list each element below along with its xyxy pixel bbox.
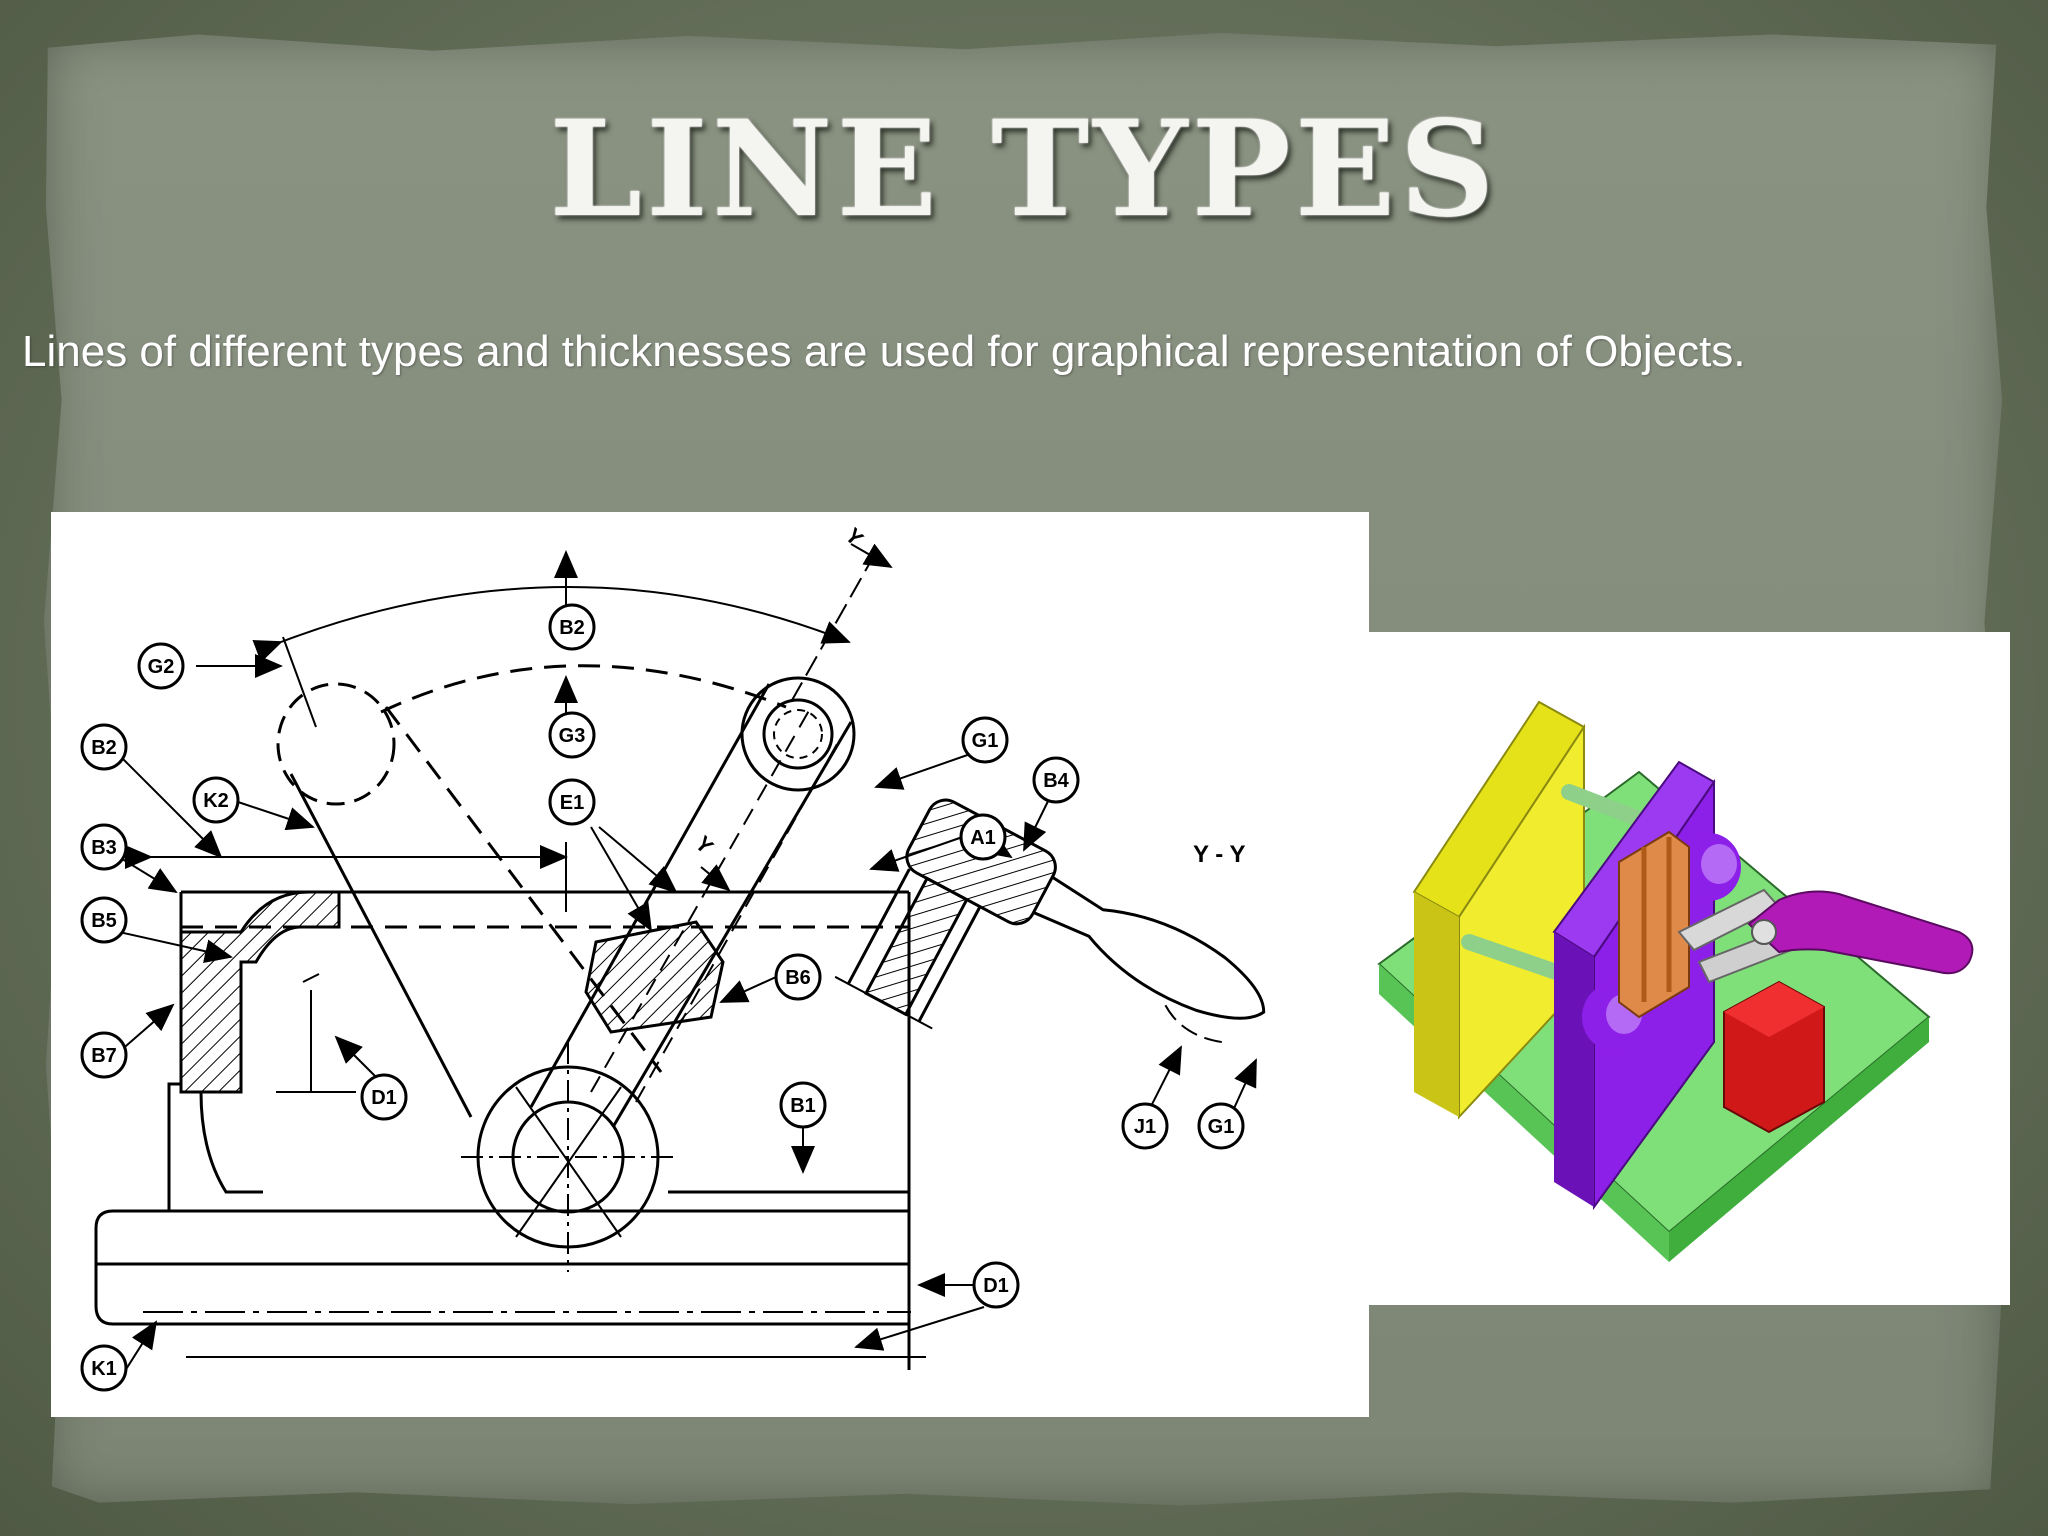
callout-e1 (548, 778, 596, 826)
callout-b7 (80, 1031, 128, 1079)
arm-left-edge (289, 773, 473, 1118)
callout-b4-label: B4 (1043, 770, 1069, 792)
callout-b6 (774, 953, 822, 1001)
callout-b5-label: B5 (91, 910, 117, 932)
callout-b2-left (80, 723, 128, 771)
section-label: Y - Y (1193, 841, 1245, 868)
phantom-arc (380, 664, 787, 714)
callout-bubbles (80, 603, 1245, 1392)
callout-d1-right-label: D1 (983, 1275, 1009, 1297)
callout-b3-label: B3 (91, 837, 117, 859)
model-svg (1377, 700, 1974, 1262)
base-outline (94, 1209, 909, 1326)
slide-title: LINE TYPES (549, 92, 1499, 247)
callout-k2 (192, 776, 240, 824)
model-magenta-handle (1747, 890, 1974, 975)
section-mark-y-top: Y (840, 523, 868, 551)
callout-g1-bottom-label: G1 (1208, 1116, 1235, 1138)
line-types-drawing: B2 G2 G3 G1 B2 K2 E1 B4 A1 B3 B5 B6 B7 D… (51, 512, 1369, 1417)
3d-model-image (1369, 632, 2010, 1305)
callout-b2-left-label: B2 (91, 737, 117, 759)
callout-j1-label: J1 (1134, 1116, 1156, 1138)
callout-k1 (80, 1344, 128, 1392)
callout-b6-label: B6 (785, 967, 811, 989)
phantom-lug (276, 682, 396, 806)
bracket-section (179, 890, 341, 1094)
dimension-arc (252, 586, 851, 663)
callout-k2-label: K2 (203, 790, 229, 812)
callout-b3 (80, 823, 128, 871)
callout-g1-top-label: G1 (972, 730, 999, 752)
callout-b2-top-label: B2 (559, 617, 585, 639)
callout-d1-right (972, 1261, 1020, 1309)
callout-k1-label: K1 (91, 1358, 117, 1380)
callout-g2 (137, 642, 185, 690)
callout-b2-top (548, 603, 596, 651)
callout-g3-label: G3 (559, 725, 586, 747)
callout-g2-label: G2 (148, 656, 175, 678)
callout-a1 (959, 813, 1007, 861)
callout-a1-label: A1 (970, 827, 996, 849)
callout-d1-mid-label: D1 (371, 1087, 397, 1109)
callout-g1-top (961, 716, 1009, 764)
section-mark-y-mid: Y (690, 831, 718, 859)
drawing-svg: B2 G2 G3 G1 B2 K2 E1 B4 A1 B3 B5 B6 B7 D… (80, 523, 1266, 1392)
callout-g1-bottom (1197, 1102, 1245, 1150)
callout-b1-label: B1 (790, 1095, 816, 1117)
callout-b4 (1032, 756, 1080, 804)
callout-b5 (80, 896, 128, 944)
model-orange-block (1618, 830, 1690, 1019)
upper-lug (740, 676, 856, 792)
model-base-front (1669, 1017, 1929, 1262)
callout-d1-mid (360, 1073, 408, 1121)
slide-subtitle: Lines of different types and thicknesses… (22, 327, 1746, 376)
left-wall (167, 892, 183, 1211)
callout-j1 (1121, 1102, 1169, 1150)
web-section (584, 920, 725, 1034)
callout-b7-label: B7 (91, 1045, 117, 1067)
callout-b1 (779, 1081, 827, 1129)
callout-g3 (548, 711, 596, 759)
callout-e1-label: E1 (560, 792, 584, 814)
